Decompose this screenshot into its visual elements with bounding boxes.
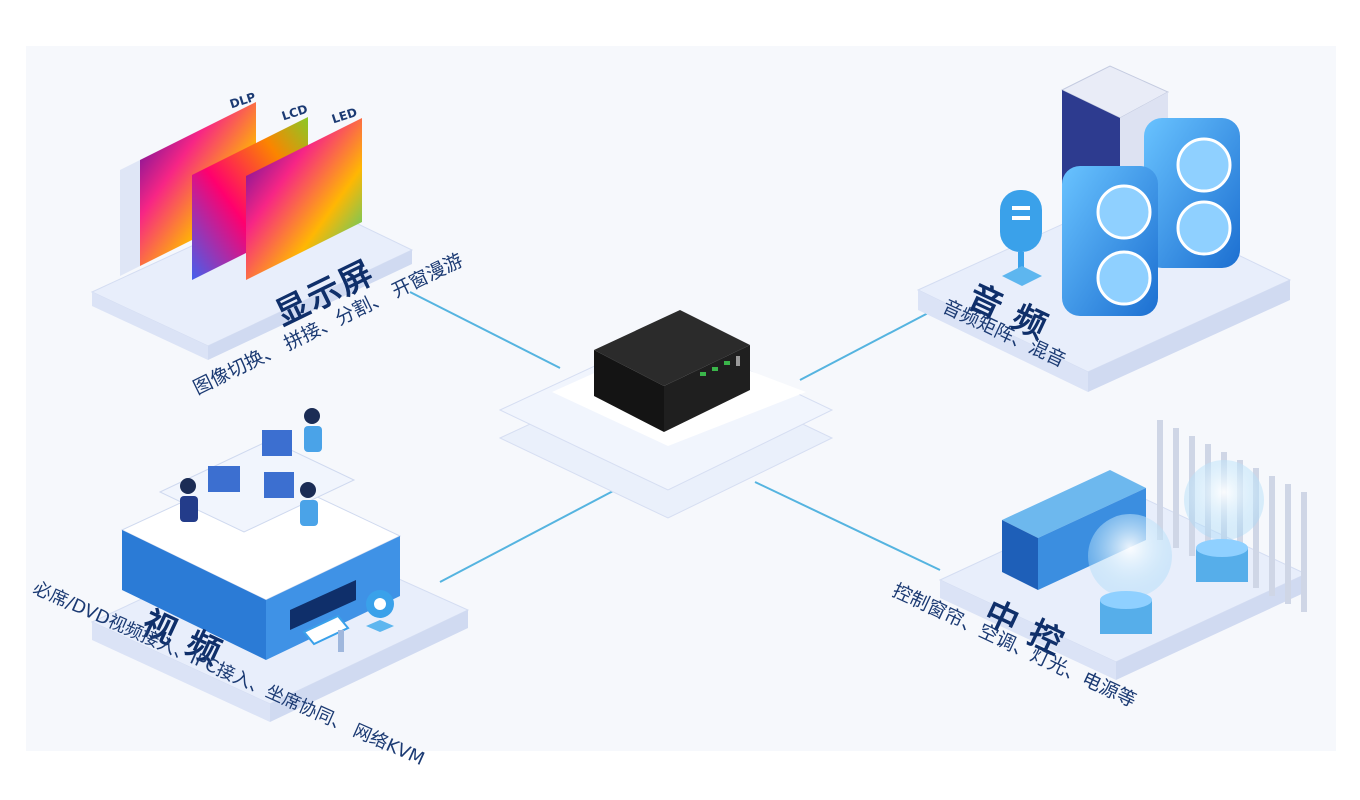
control-node xyxy=(938,420,1308,680)
connector-lines xyxy=(409,291,941,583)
console-desk xyxy=(120,467,402,660)
audio-node xyxy=(916,65,1292,392)
line-audio xyxy=(799,311,931,381)
screen-led xyxy=(246,118,362,280)
speaker-stack xyxy=(1062,118,1240,316)
line-display xyxy=(409,291,561,369)
central-hub xyxy=(498,310,834,519)
video-node xyxy=(90,408,470,722)
workstation xyxy=(158,408,356,533)
webcam-icon xyxy=(366,590,394,632)
display-node xyxy=(90,102,414,360)
microphone-icon xyxy=(1000,190,1042,286)
controller-device xyxy=(594,310,750,432)
line-video xyxy=(439,489,616,583)
ip-camera-icon xyxy=(302,614,350,652)
line-control xyxy=(754,481,941,571)
light-bulb-icon xyxy=(1088,460,1264,634)
